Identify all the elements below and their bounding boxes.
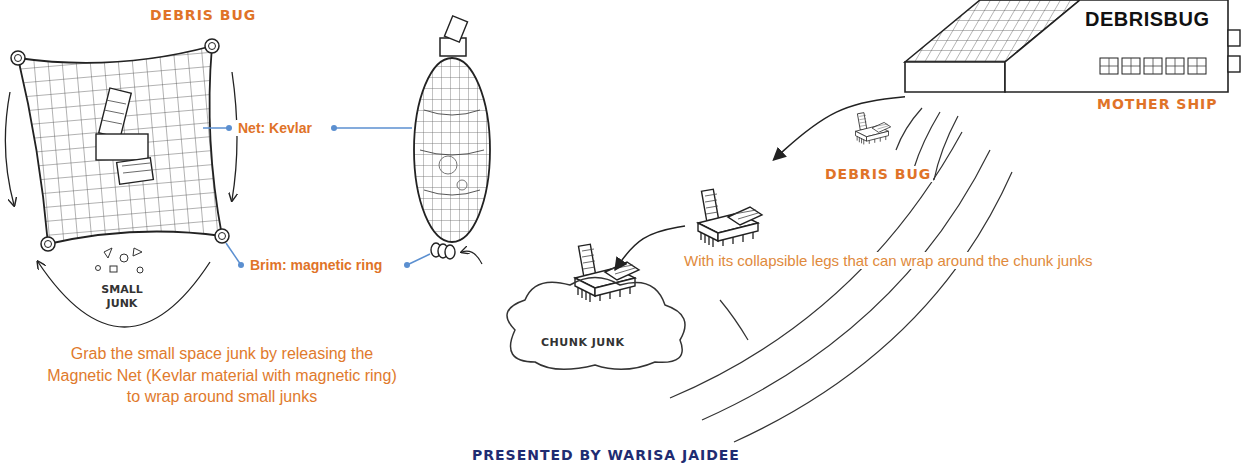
bug-name: DEBRIS BUG (823, 166, 933, 182)
magnetic-ring (15, 55, 22, 62)
motion-line (914, 112, 940, 168)
motion-line (734, 172, 1012, 442)
magnetic-ring (209, 43, 216, 50)
debris-piece (104, 248, 112, 258)
magnetic-ring (41, 237, 55, 251)
magnetic-ring (11, 51, 25, 65)
motion-line (702, 150, 990, 420)
debris-piece (110, 266, 117, 272)
debris-bug-small (856, 113, 891, 145)
window-bars (1100, 58, 1206, 74)
motion-line (896, 108, 922, 150)
magnetic-ring (215, 229, 229, 243)
mother-ship: DEBRISBUG MOTHER SHIP (905, 0, 1243, 118)
leader-line (226, 243, 241, 265)
debris-bug-landed (575, 244, 639, 302)
description-note: With its collapsible legs that can wrap … (682, 252, 1095, 269)
trapped-junk (457, 180, 467, 190)
flow-arrow (615, 226, 685, 270)
mother-ship-drawing (905, 0, 1240, 92)
leader-dot (331, 125, 337, 131)
magnetic-ring (445, 245, 455, 259)
ship-name: MOTHER SHIP (1095, 96, 1220, 112)
motion-line (720, 300, 748, 340)
magnetic-ring (219, 233, 226, 240)
motion-lines (670, 108, 1012, 442)
ship-windows (1100, 58, 1206, 74)
flow-arrow (773, 97, 905, 160)
leader-lines (203, 125, 430, 268)
leader-dot (404, 262, 410, 268)
debris-bug: DEBRIS BUG (685, 160, 937, 248)
part-label: Net: Kevlar (236, 120, 314, 136)
debris-piece (120, 254, 128, 262)
open-net (5, 39, 237, 327)
section-title: DEBRIS BUG (148, 7, 258, 23)
panel-lines (102, 100, 126, 124)
cloud-shape (507, 278, 685, 370)
cloud-label: CHUNK JUNK (539, 336, 627, 349)
ship-sign: DEBRISBUG (1083, 8, 1212, 31)
closed-net (414, 16, 490, 264)
connector-group (615, 97, 905, 270)
ship-engine (1228, 30, 1240, 46)
wrap-arrow (5, 92, 14, 205)
kevlar-cocoon (414, 58, 490, 242)
ship-engine (1228, 56, 1240, 72)
chunk-junk-cloud: CHUNK JUNK (495, 270, 695, 370)
ship-front (905, 62, 1005, 92)
magnetic-ring (45, 241, 52, 248)
junk-panel (444, 16, 467, 42)
debris-bug (698, 189, 762, 247)
part-label: Brim: magnetic ring (248, 257, 384, 273)
leader-line (334, 127, 412, 129)
debris-piece (133, 248, 142, 256)
motion-line (934, 116, 958, 180)
leader-dot (238, 262, 244, 268)
cloud-outline (495, 270, 695, 370)
spin-arrow (462, 251, 482, 264)
leader-dot (226, 125, 232, 131)
wrap-arrow (38, 262, 210, 327)
wrap-arrow (232, 72, 237, 200)
magnetic-ring (205, 39, 219, 53)
ship-side (1005, 0, 1228, 92)
cocoon-folds (420, 110, 484, 195)
junk-body (96, 134, 148, 160)
credit-line: PRESENTED BY WARISA JAIDEE (470, 447, 742, 463)
cocoon-cap (440, 38, 466, 56)
panel-lines (122, 163, 151, 173)
trapped-junk (439, 156, 457, 174)
leader-line (203, 127, 229, 129)
debris-piece (96, 266, 101, 271)
description-note: Grab the small space junk by releasing t… (40, 343, 404, 408)
debris-piece (137, 267, 143, 273)
junk-panel (99, 88, 131, 138)
leader-line (407, 254, 430, 265)
kevlar-net (18, 46, 222, 244)
junk-label: SMALL JUNK (92, 283, 152, 311)
junk-panel (117, 158, 154, 185)
